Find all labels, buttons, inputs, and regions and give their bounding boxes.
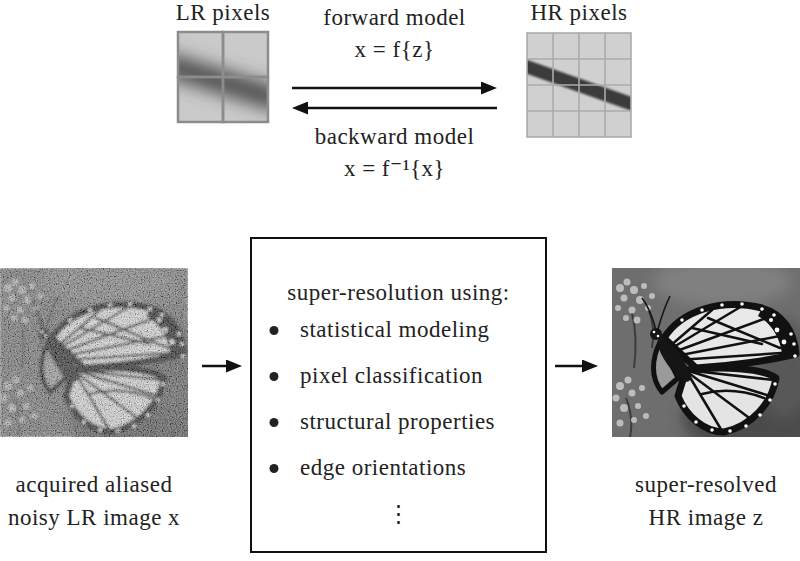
art-circle xyxy=(270,464,279,473)
grid-label: LR pixels xyxy=(173,0,273,26)
arrow-connector xyxy=(303,107,497,110)
bullet-item: edge orientations xyxy=(252,445,545,491)
pixel-grid: LR pixels xyxy=(173,0,273,125)
bullet-dots xyxy=(270,326,279,473)
art-circle xyxy=(270,372,279,381)
hr-butterfly-image xyxy=(612,268,800,437)
image-panel: super-resolved HR image z xyxy=(612,268,800,535)
art-g xyxy=(178,32,268,122)
hr-pixel-grid xyxy=(522,33,640,137)
bullet-item: statistical modeling xyxy=(252,307,545,353)
lr-pixel-grid xyxy=(165,32,280,122)
image-caption: acquired aliased noisy LR image x xyxy=(4,468,184,535)
arrow-connector xyxy=(292,87,486,90)
art-rect xyxy=(223,32,268,77)
box-heading: super-resolution using: xyxy=(252,279,545,307)
pixel-grid: HR pixels xyxy=(522,0,636,140)
grid-label: HR pixels xyxy=(522,0,636,26)
art-rect xyxy=(0,268,188,437)
edge-label: backward model x = f⁻¹{x} xyxy=(311,121,479,185)
image-caption: super-resolved HR image z xyxy=(621,468,791,535)
art-rect xyxy=(0,268,188,437)
art-circle xyxy=(270,418,279,427)
art-rect xyxy=(178,32,223,77)
art-g xyxy=(527,33,631,137)
connectors xyxy=(202,88,587,366)
art-rect xyxy=(527,33,631,137)
ellipsis-mark: ⋮ xyxy=(252,491,545,537)
arrow-connector xyxy=(555,365,587,368)
art-rect xyxy=(178,32,268,122)
art-rect xyxy=(223,77,268,122)
bullet-item: structural properties xyxy=(252,399,545,445)
art-g xyxy=(0,268,188,437)
bullet-item: pixel classification xyxy=(252,353,545,399)
arrow-connector xyxy=(202,365,231,368)
edge-label: forward model x = f{z} xyxy=(320,2,470,66)
art-rect xyxy=(178,77,223,122)
art-use xyxy=(0,268,188,437)
art-use xyxy=(612,268,800,437)
art-circle xyxy=(270,326,279,335)
lr-butterfly-image xyxy=(0,268,188,437)
art-rect xyxy=(527,33,631,137)
method-box: super-resolution using:statistical model… xyxy=(250,237,547,553)
image-panel: acquired aliased noisy LR image x xyxy=(0,268,188,535)
edge-label-holder: backward model x = f⁻¹{x} xyxy=(311,121,479,185)
edge-label-holder: forward model x = f{z} xyxy=(320,2,470,66)
art-path xyxy=(527,33,631,137)
